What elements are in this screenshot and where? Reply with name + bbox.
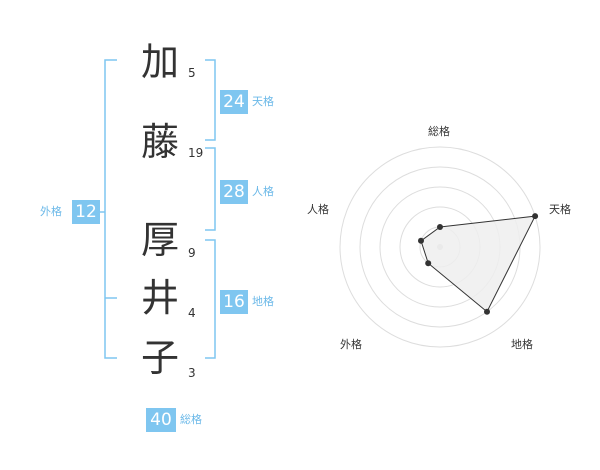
jinkaku-bracket [205,147,216,231]
stroke-count-3: 9 [188,246,196,260]
name-char-4: 井 [140,276,179,320]
jinkaku-label: 人格 [252,185,274,198]
radar-point [532,213,539,220]
name-char-3: 厚 [140,218,179,262]
chikaku-value-badge: 16 [220,290,248,314]
radar-area [420,215,536,313]
chikaku-label: 地格 [252,295,274,308]
gaikaku-value-badge: 12 [72,200,100,224]
jinkaku-value-badge: 28 [220,180,248,204]
radar-point [425,260,432,267]
chikaku-bracket [205,239,216,359]
radar-ring [339,146,541,348]
radar-axis-label-soukaku: 総格 [428,125,450,138]
radar-axis-label-jinkaku: 人格 [307,203,329,216]
stroke-count-1: 5 [188,66,196,80]
radar-axis-label-tenkaku: 天格 [549,203,571,216]
name-char-1: 加 [140,40,179,84]
radar-axis-label-gaikaku: 外格 [340,338,362,351]
radar-point [484,308,490,315]
radar-point [418,237,424,244]
name-char-5: 子 [140,336,179,380]
gaikaku-label: 外格 [40,205,62,218]
tenkaku-bracket [205,59,216,141]
radar-points [418,213,539,315]
stroke-count-4: 4 [188,306,196,320]
tenkaku-label: 天格 [252,95,274,108]
bracket-lines [98,59,216,359]
tenkaku-value-badge: 24 [220,90,248,114]
name-char-2: 藤 [140,120,179,164]
radar-point [437,224,443,230]
radar-axis-label-chikaku: 地格 [511,338,533,351]
soukaku-label: 総格 [180,413,202,426]
stroke-count-2: 19 [188,146,204,160]
radar-chart [339,146,541,348]
soukaku-value-badge: 40 [146,408,176,432]
stroke-count-5: 3 [188,366,196,380]
gaikaku-bracket [104,59,117,359]
